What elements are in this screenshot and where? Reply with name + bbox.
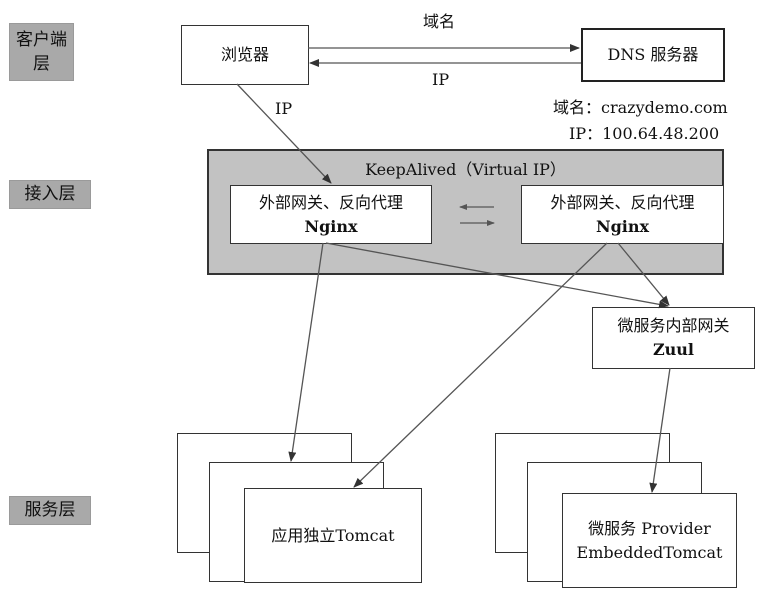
nginx-right-line1: 外部网关、反向代理 xyxy=(550,192,695,212)
arrow-nginx-right-to-tomcat xyxy=(353,242,608,488)
nginx-right-line2: Nginx xyxy=(595,216,650,236)
keepalived-title: KeepAlived（Virtual IP） xyxy=(365,160,566,179)
layer-label-service: 服务层 xyxy=(9,496,91,525)
arrow-nginx-left-to-tomcat xyxy=(288,242,324,462)
layer-label-client-text: 客户端层 xyxy=(16,30,67,74)
nginx-right-node: 外部网关、反向代理 Nginx xyxy=(521,185,724,244)
dns-server-node: DNS 服务器 xyxy=(581,28,725,82)
layer-label-access: 接入层 xyxy=(9,180,91,209)
arrow-nginx-left-to-zuul xyxy=(325,242,669,309)
nginx-left-line2: Nginx xyxy=(304,216,358,236)
nginx-left-node: 外部网关、反向代理 Nginx xyxy=(230,185,432,244)
provider-node: 微服务 Provider EmbeddedTomcat xyxy=(562,493,737,588)
dns-ip-text: IP：100.64.48.200 xyxy=(569,124,720,143)
browser-label: 浏览器 xyxy=(220,45,269,64)
ip-arrow-label: IP xyxy=(432,70,450,89)
zuul-node: 微服务内部网关 Zuul xyxy=(592,307,755,369)
dns-domain-text: 域名：crazydemo.com xyxy=(553,98,728,117)
browser-node: 浏览器 xyxy=(181,25,309,85)
arrow-browser-to-keepalived xyxy=(236,83,332,184)
nginx-left-line1: 外部网关、反向代理 xyxy=(258,192,403,212)
layer-label-service-text: 服务层 xyxy=(24,500,76,520)
dns-server-label: DNS 服务器 xyxy=(607,45,699,64)
tomcat-label: 应用独立Tomcat xyxy=(271,525,395,545)
layer-label-access-text: 接入层 xyxy=(24,184,76,204)
domain-arrow-label: 域名 xyxy=(423,12,456,31)
provider-line1: 微服务 Provider xyxy=(588,518,711,538)
provider-line2: EmbeddedTomcat xyxy=(576,542,723,562)
ip-down-label: IP xyxy=(275,99,293,118)
layer-label-client: 客户端层 xyxy=(9,23,74,81)
arrow-zuul-to-provider xyxy=(649,367,671,493)
tomcat-node: 应用独立Tomcat xyxy=(244,488,422,583)
arrow-nginx-right-to-zuul xyxy=(617,242,670,306)
zuul-line2: Zuul xyxy=(652,340,695,359)
zuul-line1: 微服务内部网关 xyxy=(617,316,730,335)
